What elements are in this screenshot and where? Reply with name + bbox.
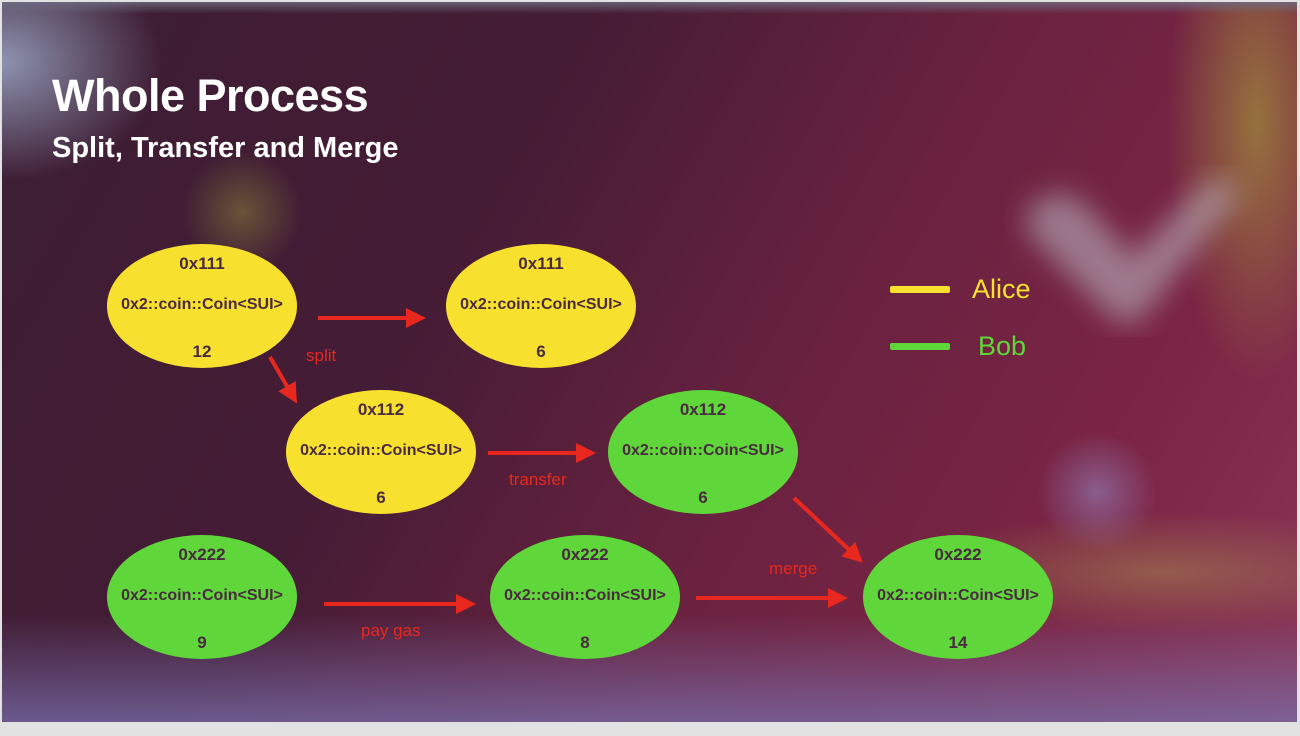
node-address: 0x112 (357, 400, 405, 419)
node-value: 8 (580, 633, 590, 652)
edge-label-split: split (306, 346, 337, 365)
coin-node-bob-0x222-8: 0x222 0x2::coin::Coin<SUI> 8 (490, 535, 680, 659)
node-type: 0x2::coin::Coin<SUI> (121, 296, 283, 313)
coin-node-bob-0x222-14: 0x222 0x2::coin::Coin<SUI> 14 (863, 535, 1053, 659)
node-value: 6 (698, 488, 708, 507)
coin-node-alice-0x112-6: 0x112 0x2::coin::Coin<SUI> 6 (286, 390, 476, 514)
node-type: 0x2::coin::Coin<SUI> (877, 587, 1039, 604)
legend-label-alice: Alice (972, 274, 1031, 304)
edge-label-pay-gas: pay gas (361, 621, 421, 640)
coin-node-alice-0x111-12: 0x111 0x2::coin::Coin<SUI> 12 (107, 244, 297, 368)
page-subtitle: Split, Transfer and Merge (52, 132, 399, 164)
node-address: 0x111 (179, 254, 225, 273)
legend-swatch-bob (890, 343, 950, 350)
coin-node-bob-0x112-6: 0x112 0x2::coin::Coin<SUI> 6 (608, 390, 798, 514)
top-band (2, 2, 1297, 14)
node-value: 6 (536, 342, 546, 361)
edge-label-merge: merge (769, 559, 818, 578)
node-type: 0x2::coin::Coin<SUI> (300, 442, 462, 459)
node-type: 0x2::coin::Coin<SUI> (622, 442, 784, 459)
node-value: 9 (197, 633, 207, 652)
edge-label-transfer: transfer (509, 470, 567, 489)
arrow-split-n1-n3 (268, 355, 298, 404)
coin-node-alice-0x111-6: 0x111 0x2::coin::Coin<SUI> 6 (446, 244, 636, 368)
page-title: Whole Process (52, 70, 369, 121)
node-type: 0x2::coin::Coin<SUI> (121, 587, 283, 604)
node-value: 14 (948, 633, 968, 652)
node-address: 0x222 (934, 545, 982, 564)
node-address: 0x222 (178, 545, 226, 564)
node-type: 0x2::coin::Coin<SUI> (504, 587, 666, 604)
legend-item-bob: Bob (890, 331, 1026, 362)
node-address: 0x111 (518, 254, 564, 273)
blurred-background-logo (1025, 179, 1237, 324)
legend-label-bob: Bob (978, 331, 1027, 361)
slide: Whole Process Split, Transfer and Merge … (2, 2, 1297, 722)
node-value: 6 (376, 488, 386, 507)
legend-swatch-alice (890, 286, 950, 293)
coin-node-bob-0x222-9: 0x222 0x2::coin::Coin<SUI> 9 (107, 535, 297, 659)
node-value: 12 (192, 342, 212, 361)
node-type: 0x2::coin::Coin<SUI> (460, 296, 622, 313)
arrow-merge-n4-n7 (792, 496, 863, 563)
legend-item-alice: Alice (890, 274, 1031, 305)
node-address: 0x222 (561, 545, 609, 564)
node-address: 0x112 (679, 400, 727, 419)
